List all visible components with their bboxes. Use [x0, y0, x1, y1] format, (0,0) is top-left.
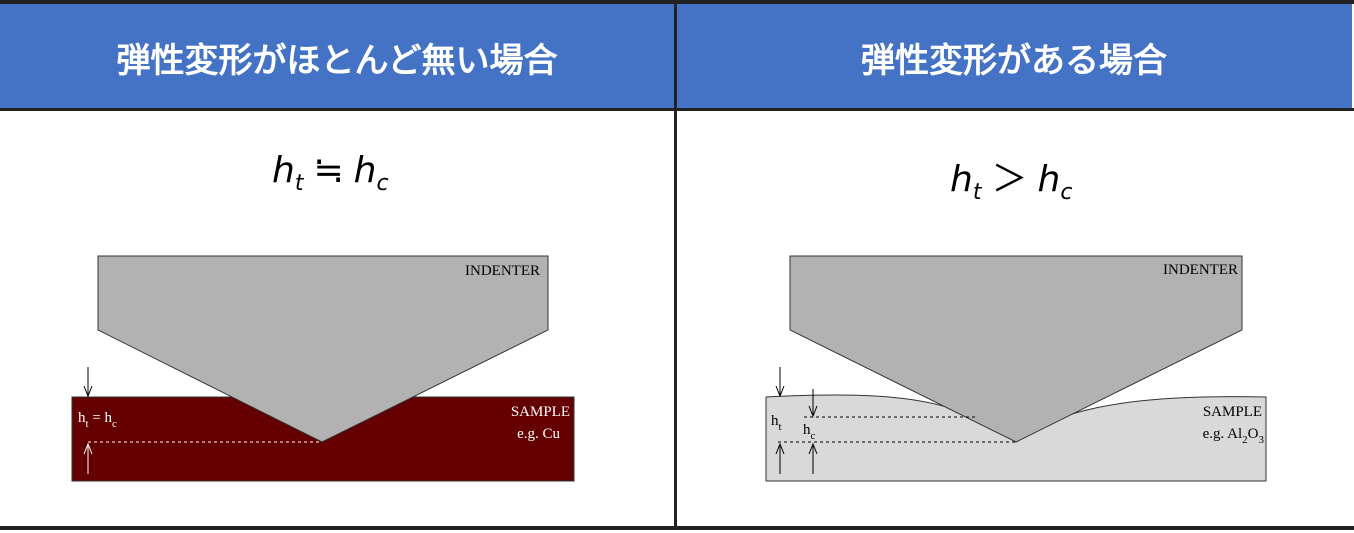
bottom-rule: [0, 526, 1354, 530]
left-sample-label: SAMPLE: [511, 404, 570, 420]
left-sample-example: e.g. Cu: [517, 426, 560, 442]
formula-right-lhs: h: [950, 159, 973, 200]
formula-left-lhs-sub: t: [294, 171, 304, 197]
left-diagram: INDENTER SAMPLE e.g. Cu ht = hc: [71, 255, 575, 482]
left-indenter-label: INDENTER: [465, 263, 540, 279]
right-hc-bottom-arrow: [808, 442, 818, 474]
formula-left-rhs: h: [353, 150, 377, 191]
formula-left-lhs: h: [272, 150, 295, 191]
formula-right: ht＞hc: [950, 150, 1072, 205]
formula-right-rhs-sub: c: [1060, 180, 1073, 206]
right-indenter-label: INDENTER: [1163, 262, 1238, 278]
right-sample-example: e.g. Al2O3: [1203, 426, 1265, 446]
right-sample-label: SAMPLE: [1203, 404, 1262, 420]
header-bottom-border: [0, 108, 1354, 111]
left-depth-label: ht = hc: [78, 410, 117, 430]
left-bottom-arrow: [83, 442, 93, 474]
header-right-title: 弾性変形がある場合: [676, 4, 1352, 110]
formula-right-relation: ＞: [991, 159, 1028, 200]
formula-right-lhs-sub: t: [972, 180, 982, 206]
column-divider: [674, 0, 677, 530]
right-diagram: INDENTER SAMPLE e.g. Al2O3 ht hc: [765, 255, 1267, 482]
formula-right-rhs: h: [1037, 159, 1061, 200]
left-indenter: [97, 255, 549, 443]
right-hc-label: hc: [803, 422, 816, 442]
right-hc-top-arrow: [808, 389, 818, 418]
right-ht-bottom-arrow: [775, 442, 785, 474]
formula-left-relation: ≒: [313, 150, 344, 191]
header-left-title: 弾性変形がほとんど無い場合: [0, 4, 674, 110]
right-indenter: [789, 255, 1243, 443]
formula-left: ht≒hc: [272, 150, 389, 196]
header-top-border: [0, 0, 1354, 4]
right-ht-top-arrow: [775, 367, 785, 398]
formula-left-rhs-sub: c: [376, 171, 389, 197]
right-ht-label: ht: [771, 413, 782, 433]
left-top-arrow: [83, 367, 93, 398]
